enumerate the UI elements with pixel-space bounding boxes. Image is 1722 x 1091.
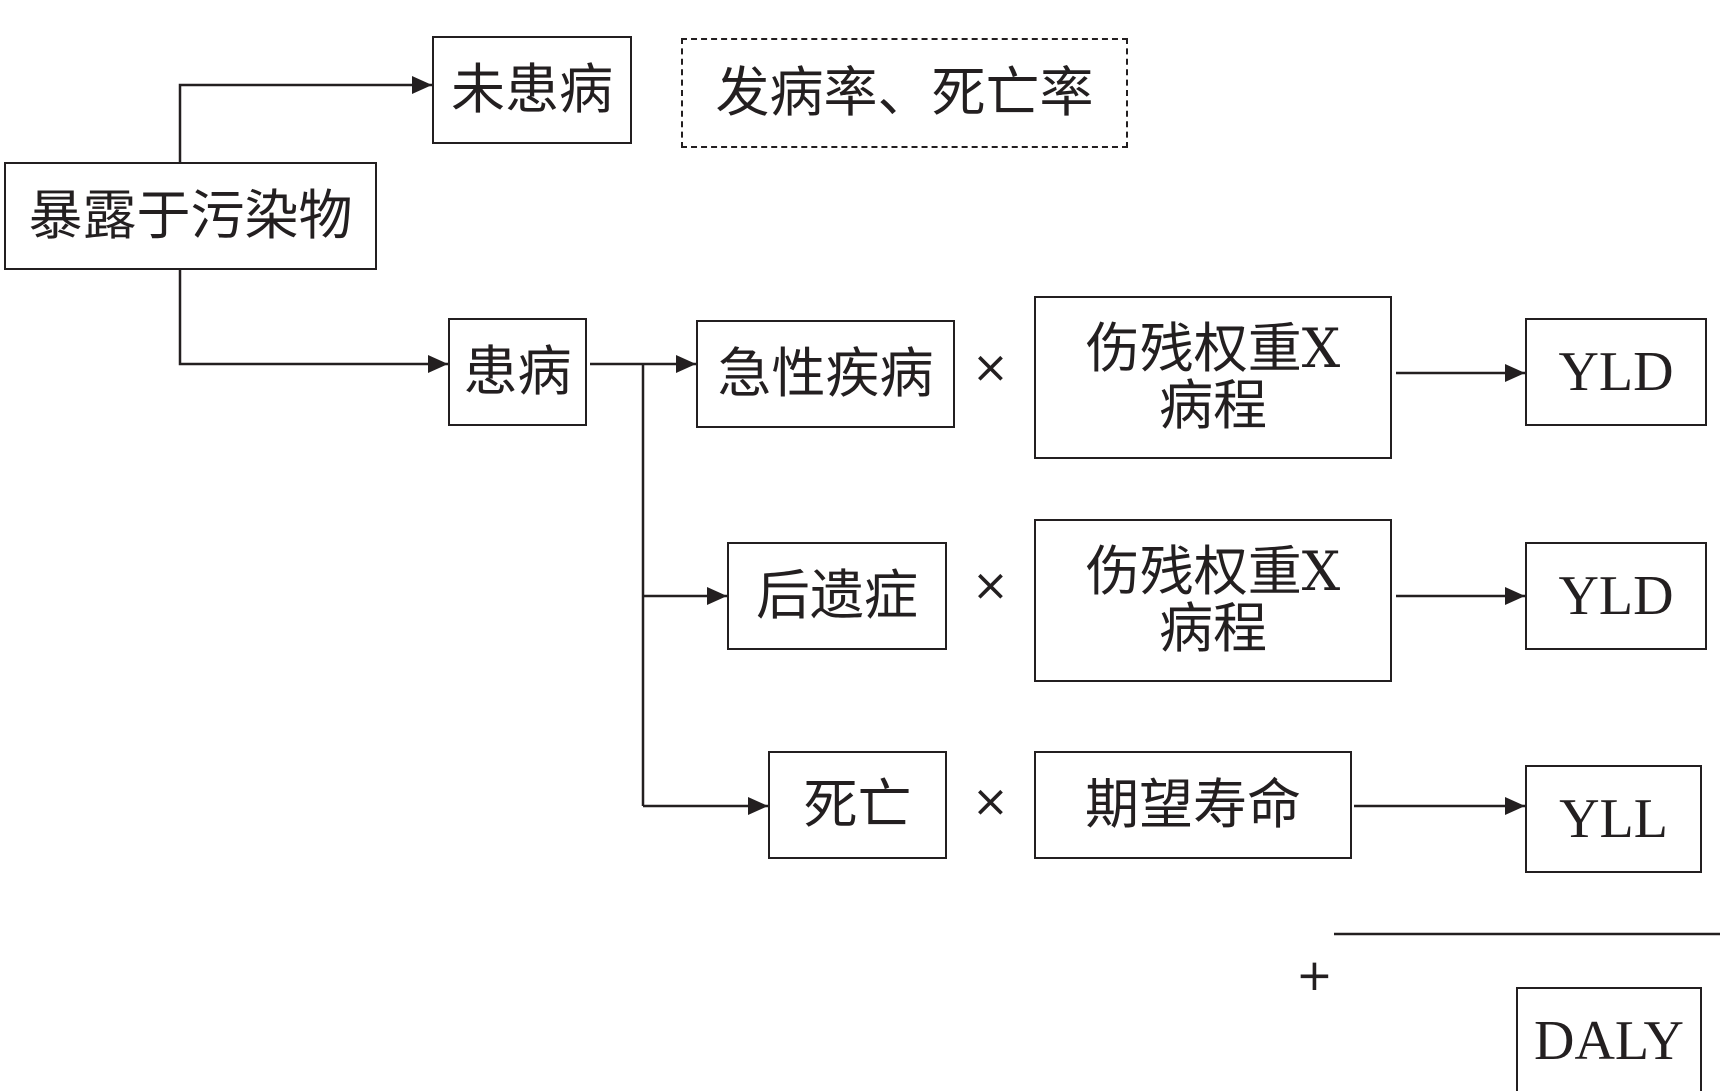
weight-line-2: 病程: [1159, 596, 1267, 660]
disability-weight-box-2: 伤残权重X 病程: [1034, 519, 1392, 682]
sick-box: 患病: [448, 318, 587, 426]
yll-box: YLL: [1525, 765, 1702, 873]
arrowhead: [676, 355, 696, 373]
multiply-sign-2: ×: [972, 560, 1009, 611]
arrowhead: [1505, 797, 1525, 815]
acute-disease-box: 急性疾病: [696, 320, 955, 428]
arrow-to-not-sick: [178, 83, 432, 162]
sequelae-box: 后遗症: [727, 542, 947, 650]
life-expectancy-box: 期望寿命: [1034, 751, 1352, 859]
exposure-box: 暴露于污染物: [4, 162, 377, 270]
arrowhead: [748, 797, 768, 815]
disability-weight-box-1: 伤残权重X 病程: [1034, 296, 1392, 459]
yld-box-2: YLD: [1525, 542, 1707, 650]
plus-sign: +: [1296, 950, 1333, 1001]
arrowhead: [1505, 364, 1525, 382]
not-sick-box: 未患病: [432, 36, 632, 144]
arrowhead: [1505, 587, 1525, 605]
arrowhead: [428, 355, 448, 373]
arrowhead: [412, 76, 432, 94]
weight-line-1: 伤残权重X: [1085, 316, 1341, 380]
daly-box: DALY: [1516, 987, 1702, 1091]
weight-line-1: 伤残权重X: [1085, 539, 1341, 603]
weight-line-2: 病程: [1159, 373, 1267, 437]
multiply-sign-1: ×: [972, 342, 1009, 393]
death-box: 死亡: [768, 751, 947, 859]
rates-box: 发病率、死亡率: [681, 38, 1128, 148]
arrow-to-sick: [178, 270, 448, 366]
yld-box-1: YLD: [1525, 318, 1707, 426]
arrowhead: [707, 587, 727, 605]
multiply-sign-3: ×: [972, 776, 1009, 827]
